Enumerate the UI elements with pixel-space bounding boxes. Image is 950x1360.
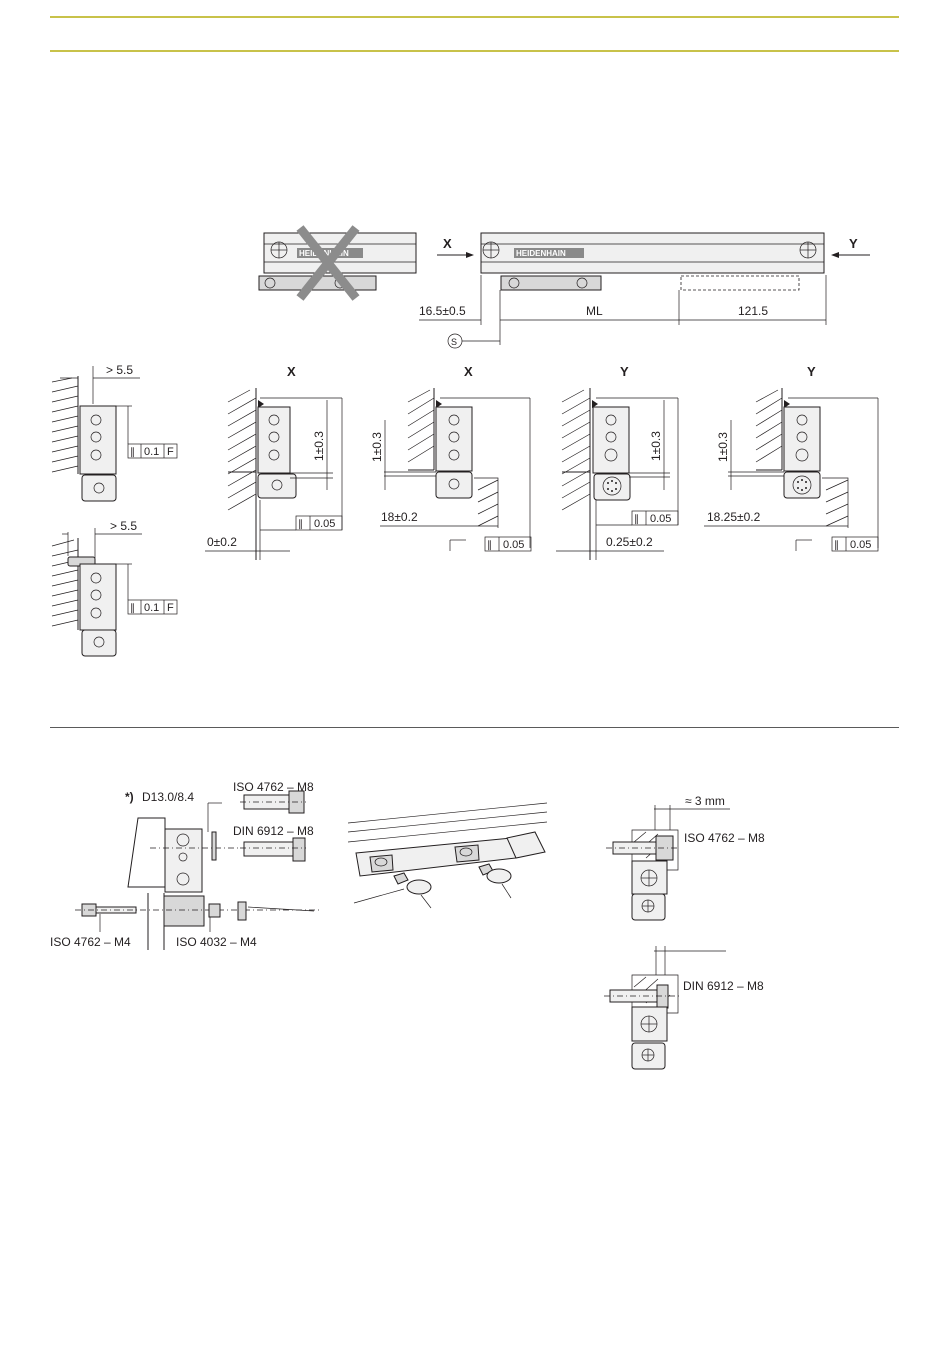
- parallel-tol-2: 0.1: [144, 602, 159, 614]
- gap-dim-1: 0±0.2: [207, 535, 237, 549]
- detail-view-y-1: Y 1±0.3 ∥ 0.05 0.25±0.2: [556, 364, 678, 560]
- tol-1: 0.05: [314, 518, 335, 530]
- height-dim-2: 1±0.3: [370, 432, 384, 462]
- dim-ml: ML: [586, 304, 603, 318]
- height-dim-3: 1±0.3: [649, 431, 663, 461]
- wrong-mounting-view: HEIDENHAIN: [259, 228, 416, 298]
- svg-text:∥: ∥: [130, 447, 135, 458]
- gap-dim-2: 18±0.2: [381, 510, 418, 524]
- svg-text:∥: ∥: [834, 540, 839, 551]
- view-y-label: Y: [849, 236, 858, 251]
- height-dim-1: 1±0.3: [312, 431, 326, 461]
- screw-iso-m4-label: ISO 4762 – M4: [50, 935, 131, 949]
- detail-y-2-label: Y: [807, 364, 816, 379]
- gap-dim-3: 0.25±0.2: [606, 535, 653, 549]
- tol-2: 0.05: [503, 539, 524, 551]
- dim-offset: 16.5±0.5: [419, 304, 466, 318]
- detail-view-y-2: Y 1±0.3 18.25±0.2 ∥ 0.05: [704, 364, 878, 551]
- correct-mounting-view: HEIDENHAIN X Y 16.5±0.5 ML 121.5 S: [419, 233, 870, 348]
- washer-label: D13.0/8.4: [142, 790, 194, 804]
- screw-din-m8-label-1: DIN 6912 – M8: [233, 824, 314, 838]
- detail-x-2-label: X: [464, 364, 473, 379]
- approx-gap-label: ≈ 3 mm: [685, 794, 725, 808]
- screw-din-m8-label-2: DIN 6912 – M8: [683, 979, 764, 993]
- mounting-section-din: DIN 6912 – M8: [604, 946, 764, 1069]
- mounting-hardware-exploded: *) D13.0/8.4 ISO 4762 – M8 DIN 6912 – M8…: [50, 780, 320, 950]
- svg-text:∥: ∥: [130, 603, 135, 614]
- gap-dim-4: 18.25±0.2: [707, 510, 761, 524]
- svg-text:∥: ∥: [634, 514, 639, 525]
- footnote-marker: *): [125, 790, 134, 804]
- datum-s-symbol: S: [451, 337, 457, 347]
- mounting-section-iso: ≈ 3 mm ISO 4762 – M8: [606, 794, 765, 920]
- detail-view-x-1: X 1±0.3 ∥ 0.05 0±0.2: [205, 364, 342, 560]
- tol-3: 0.05: [650, 513, 671, 525]
- screw-iso-m8-label-1: ISO 4762 – M8: [233, 780, 314, 794]
- height-dim-4: 1±0.3: [716, 432, 730, 462]
- detail-y-1-label: Y: [620, 364, 629, 379]
- nut-iso-m4-label: ISO 4032 – M4: [176, 935, 257, 949]
- dim-end-length: 121.5: [738, 304, 768, 318]
- svg-text:∥: ∥: [487, 540, 492, 551]
- brand-label: HEIDENHAIN: [516, 249, 566, 258]
- datum-f-2: F: [167, 602, 174, 614]
- detail-x-1-label: X: [287, 364, 296, 379]
- clearance-detail-1: > 5.5 ∥ 0.1 F: [50, 363, 177, 501]
- view-x-label: X: [443, 236, 452, 251]
- clearance-dim-2: > 5.5: [110, 519, 137, 533]
- mounting-perspective-view: [348, 803, 547, 908]
- datum-f-1: F: [167, 446, 174, 458]
- tol-4: 0.05: [850, 539, 871, 551]
- screw-iso-m8-label-2: ISO 4762 – M8: [684, 831, 765, 845]
- clearance-dim-1: > 5.5: [106, 363, 133, 377]
- detail-view-x-2: X 1±0.3 18±0.2 ∥ 0.05: [370, 364, 531, 551]
- parallel-tol-1: 0.1: [144, 446, 159, 458]
- clearance-detail-2: > 5.5 ∥ 0.1 F: [52, 519, 177, 656]
- svg-text:∥: ∥: [298, 519, 303, 530]
